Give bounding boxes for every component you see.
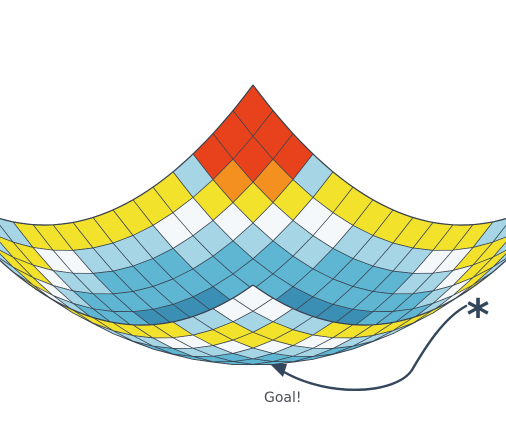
arrow-head-icon <box>270 364 287 377</box>
goal-label: Goal! <box>264 390 302 406</box>
rim-edge <box>252 259 506 326</box>
surface-cell <box>492 241 506 258</box>
start-marker: * <box>466 290 489 341</box>
rim-edge <box>252 84 506 226</box>
rim-edge <box>0 84 254 226</box>
surface-cell <box>0 253 14 268</box>
surface-cell <box>0 241 14 258</box>
bowl-mesh <box>0 84 506 366</box>
bowl-outline <box>0 84 506 326</box>
rim-edge <box>0 259 254 326</box>
descent-path-arrow <box>282 304 468 392</box>
surface-cell <box>492 253 506 268</box>
